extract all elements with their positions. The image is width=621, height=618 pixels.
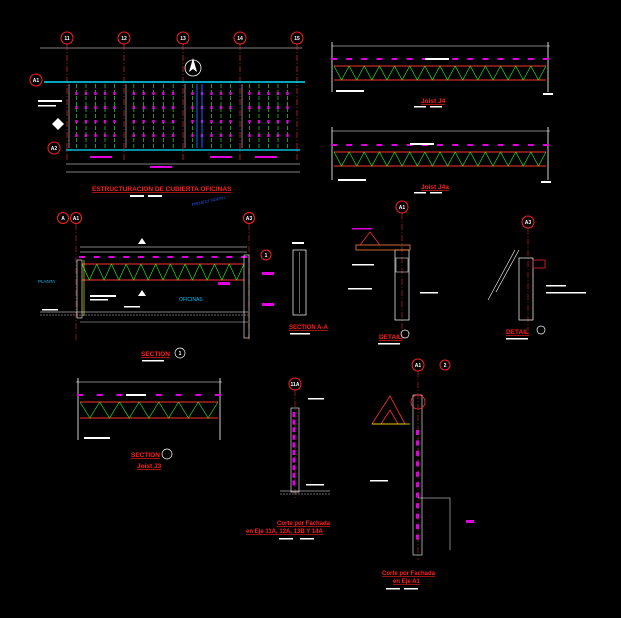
svg-text:11A: 11A <box>291 382 300 388</box>
joist-j4a-truss <box>331 144 549 167</box>
section-a-a[interactable]: SECTION A-A <box>289 242 328 335</box>
plan-axis-bubbles: 11 12 13 14 15 A1 A2 <box>29 31 304 160</box>
section-axis-bubbles: A A1 A3 <box>57 212 255 340</box>
section-1[interactable]: A A1 A3 PLANTA OFICINAS 1 SECTION <box>38 212 274 362</box>
detail-a1-title: DETAIL <box>379 334 402 341</box>
axis-bubble-A2: A2 <box>47 141 61 155</box>
section-title-group: SECTION 1 <box>141 347 186 362</box>
corte-eje-a1[interactable]: A1 2 Corte por Fachada en Eje A1 <box>370 358 474 590</box>
svg-text:13: 13 <box>180 36 186 42</box>
svg-text:14: 14 <box>237 36 243 42</box>
oficinas-label: OFICINAS <box>179 297 203 303</box>
svg-text:A3: A3 <box>246 216 253 222</box>
joist-j3-title: Joist J3 <box>137 463 162 470</box>
section-a-a-title: SECTION A-A <box>289 325 328 331</box>
corte-eje-11a[interactable]: 11A Corte por Fachada en Eje 11A, 12A, 1… <box>246 377 331 540</box>
corte-11a-title-1: Corte por Fachada <box>277 521 331 527</box>
roof-plan[interactable]: 11 12 13 14 15 A1 A2 <box>29 31 305 207</box>
plan-dimensions <box>66 156 300 173</box>
axis-bubble-12: 12 <box>117 31 131 160</box>
corte-a1-title-2: en Eje A1 <box>393 579 420 585</box>
axis-bubble-13: 13 <box>176 31 190 160</box>
planta-label: PLANTA <box>38 279 55 284</box>
north-arrow-icon <box>184 58 202 77</box>
detail-a3-title: DETAIL <box>506 329 529 336</box>
plan-joists <box>68 84 289 148</box>
svg-text:2: 2 <box>444 363 447 369</box>
svg-text:A3: A3 <box>525 220 532 226</box>
joist-j4a-title: Joist J4a <box>421 184 449 191</box>
section-1-truss <box>79 256 247 281</box>
svg-text:A1: A1 <box>33 78 40 84</box>
svg-text:12: 12 <box>121 36 127 42</box>
section-joist-j3[interactable]: SECTION Joist J3 <box>76 378 222 470</box>
joist-j4-elevation[interactable]: Joist J4 <box>331 42 553 108</box>
svg-text:A1: A1 <box>415 363 422 369</box>
axis-bubble-11: 11 <box>60 31 74 160</box>
corte-11a-title-2: en Eje 11A, 12A, 13B Y 14A <box>246 529 323 535</box>
axis-bubble-14: 14 <box>233 31 247 160</box>
svg-text:A: A <box>61 216 65 222</box>
svg-text:A2: A2 <box>51 146 58 152</box>
svg-text:11: 11 <box>64 36 70 42</box>
plan-title: ESTRUCTURACION DE CUBIERTA OFICINAS <box>92 186 232 193</box>
svg-text:1: 1 <box>265 253 268 259</box>
section-side-bubble: 1 <box>260 249 272 261</box>
axis-bubble-A1: A1 <box>29 73 43 87</box>
plan-left-notes <box>38 100 64 130</box>
svg-text:15: 15 <box>294 36 300 42</box>
project-north-label: PROJECT NORTH <box>191 195 225 207</box>
section-1-title: SECTION <box>141 351 170 358</box>
axis-bubble-15: 15 <box>290 31 304 160</box>
joist-j3-truss <box>77 394 221 419</box>
detail-a1[interactable]: A1 DETAIL <box>348 200 438 345</box>
detail-a3[interactable]: A3 DETAIL <box>487 215 586 340</box>
svg-text:A1: A1 <box>399 205 406 211</box>
svg-text:1: 1 <box>179 351 182 357</box>
joist-j4a-elevation[interactable]: Joist J4a <box>331 127 551 194</box>
joist-j4-title: Joist J4 <box>421 98 446 105</box>
section-j3-title: SECTION <box>131 452 160 459</box>
corte-a1-title-1: Corte por Fachada <box>382 571 436 577</box>
svg-text:A1: A1 <box>73 216 80 222</box>
